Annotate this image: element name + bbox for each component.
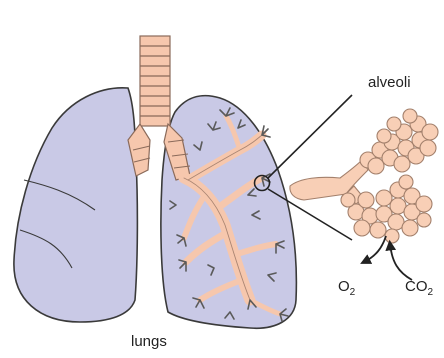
label-carbon-dioxide: CO2: [405, 278, 434, 298]
zoom-line-top: [268, 95, 352, 178]
oxygen-arrow: [364, 236, 386, 262]
co2-arrow: [390, 244, 412, 280]
alveoli-cluster: [290, 109, 438, 243]
label-oxygen: O2: [338, 278, 356, 298]
right-lung: [161, 96, 296, 329]
label-alveoli: alveoli: [368, 74, 411, 91]
trachea: [140, 36, 170, 126]
left-lung: [14, 88, 137, 322]
label-lungs: lungs: [131, 333, 167, 350]
